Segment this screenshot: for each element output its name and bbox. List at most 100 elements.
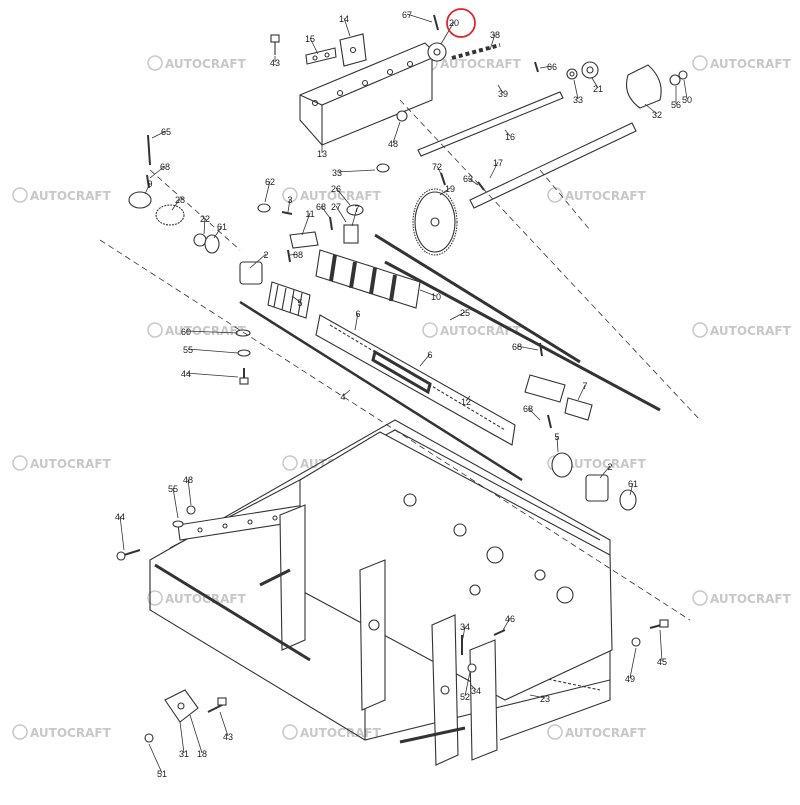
watermark-text: AUTOCRAFT <box>165 592 247 606</box>
nut-51 <box>144 733 154 743</box>
spline-5-left <box>267 281 311 319</box>
callout-number: 68 <box>160 162 170 172</box>
leader-line <box>406 13 433 23</box>
callout-number: 55 <box>183 345 193 355</box>
leader-line <box>556 435 559 453</box>
leader-line <box>529 694 546 699</box>
callout-number: 2 <box>263 250 268 260</box>
watermark-logo-icon <box>282 455 298 471</box>
part-callout: 34 <box>460 622 470 639</box>
watermark: AUTOCRAFT <box>147 590 247 606</box>
part-callout: 45 <box>657 629 667 667</box>
leader-line <box>489 161 499 179</box>
callout-number: 52 <box>460 692 470 702</box>
leader-line <box>249 253 267 269</box>
callout-number: 28 <box>175 195 185 205</box>
leader-line <box>659 629 663 662</box>
callout-number: 23 <box>540 694 550 704</box>
callout-number: 7 <box>582 381 587 391</box>
leader-line <box>577 384 586 401</box>
part-callout: 61 <box>628 479 638 496</box>
part-callout: 6 <box>419 350 433 367</box>
watermark: AUTOCRAFT <box>147 55 247 71</box>
watermark: AUTOCRAFT <box>547 187 647 203</box>
bolt-44-frame <box>116 549 141 561</box>
watermark-text: AUTOCRAFT <box>30 457 112 471</box>
bar-front <box>154 563 311 662</box>
callout-number: 34 <box>471 686 481 696</box>
callout-number: 7 <box>354 204 359 214</box>
pin-68-b <box>287 249 291 263</box>
callout-number: 63 <box>463 174 473 184</box>
leader-line <box>185 372 239 378</box>
watermark: AUTOCRAFT <box>282 724 382 740</box>
callout-number: 44 <box>181 369 191 379</box>
cover-32 <box>625 64 662 109</box>
callout-number: 33 <box>332 168 342 178</box>
callout-number: 48 <box>388 139 398 149</box>
leader-line <box>144 182 151 195</box>
watermark-text: AUTOCRAFT <box>565 457 647 471</box>
leader-line <box>599 465 611 479</box>
callout-number: 18 <box>197 749 207 759</box>
part-callout: 48 <box>183 475 193 506</box>
part-callout: 56 <box>671 86 681 110</box>
washer-50 <box>678 70 688 80</box>
part-callout: 46 <box>501 614 515 633</box>
roller-7b <box>524 374 566 403</box>
leader-line <box>291 295 301 303</box>
callout-number: 25 <box>460 308 470 318</box>
part-callout: 55 <box>168 484 179 519</box>
part-callout: 60 <box>181 327 239 337</box>
leader-line <box>320 205 331 219</box>
part-callout: 43 <box>270 56 280 68</box>
part-callout: 68 <box>149 162 170 179</box>
leader-line <box>219 711 229 737</box>
part-callout: 44 <box>181 369 239 379</box>
leader-line <box>539 65 553 69</box>
watermark-logo-icon <box>12 724 28 740</box>
part-callout: 33 <box>573 79 583 105</box>
plate-front <box>469 639 498 761</box>
callout-number: 32 <box>652 110 662 120</box>
callout-number: 21 <box>593 84 603 94</box>
part-callout: 61 <box>213 222 227 239</box>
upright-left <box>279 504 306 651</box>
watermark: AUTOCRAFT <box>692 55 792 71</box>
callout-number: 19 <box>445 184 455 194</box>
callout-number: 4 <box>340 392 345 402</box>
part-callout: 68 <box>316 202 331 219</box>
leader-line <box>462 625 466 639</box>
part-callout: 7 <box>351 204 360 227</box>
leader-line <box>171 198 181 211</box>
watermark-logo-icon <box>282 187 298 203</box>
washer-55-mid <box>237 349 251 357</box>
leader-line <box>289 253 299 256</box>
part-callout: 12 <box>461 395 471 407</box>
watermark: AUTOCRAFT <box>147 322 247 338</box>
part-callout: 34 <box>469 683 481 696</box>
watermark-logo-icon <box>692 590 708 606</box>
leader-line <box>449 311 466 321</box>
callout-number: 26 <box>331 184 341 194</box>
callout-number: 66 <box>547 62 557 72</box>
part-callout: 13 <box>317 140 327 159</box>
part-callout: 5 <box>554 432 560 453</box>
watermark-text: AUTOCRAFT <box>710 324 792 338</box>
bolt-46 <box>493 629 506 636</box>
part-callout: 26 <box>331 184 351 206</box>
callout-number: 65 <box>161 127 171 137</box>
sprocket-20 <box>427 42 447 62</box>
leader-line <box>644 103 658 115</box>
callout-number: 11 <box>305 209 314 219</box>
rod-stub <box>259 568 291 587</box>
leader-line <box>187 348 239 354</box>
key-66 <box>534 61 539 73</box>
plate-14 <box>339 33 367 67</box>
watermark: AUTOCRAFT <box>12 724 112 740</box>
leader-line <box>354 312 359 331</box>
callout-number: 10 <box>431 292 441 302</box>
pin-68-c <box>539 342 543 357</box>
watermark-text: AUTOCRAFT <box>440 57 522 71</box>
auger-7 <box>315 249 421 309</box>
